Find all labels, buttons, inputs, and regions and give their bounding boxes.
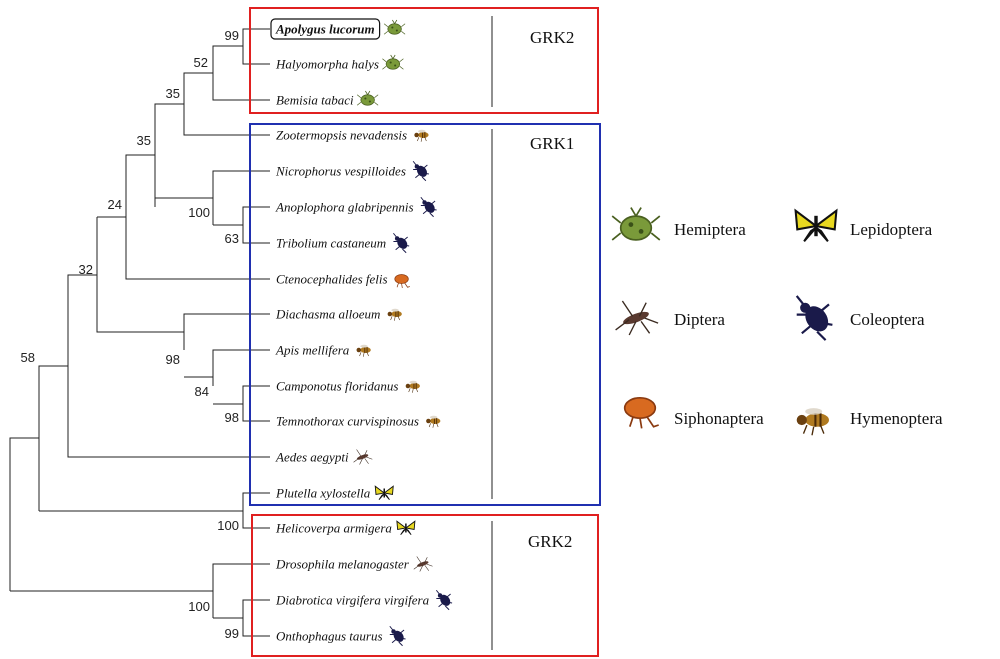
- taxon-label: Nicrophorus vespilloides: [275, 164, 406, 179]
- butterfly-icon: [396, 520, 416, 536]
- legend-label-siphonaptera: Siphonaptera: [674, 409, 764, 428]
- bootstrap-value: 63: [225, 231, 239, 246]
- bee-icon: [414, 129, 429, 142]
- taxon-label: Temnothorax curvispinosus: [276, 414, 419, 429]
- mosquito-icon: [413, 556, 433, 572]
- bootstrap-value: 99: [225, 626, 239, 641]
- shield-bug-icon: [383, 19, 406, 35]
- bee-icon: [356, 344, 371, 357]
- taxon-label: Camponotus floridanus: [276, 379, 398, 394]
- branch-0: [242, 28, 270, 65]
- bootstrap-value: 32: [79, 262, 93, 277]
- branch-5: [242, 206, 270, 244]
- shield-bug-icon: [356, 90, 379, 106]
- grk2-box-bottom: [251, 514, 599, 657]
- taxon-label: Diabrotica virgifera virgifera: [275, 593, 430, 608]
- highlight-frame: [270, 18, 381, 40]
- bootstrap-value: 24: [108, 197, 122, 212]
- group-label-grk2: GRK2: [528, 532, 572, 551]
- taxon-label: Anoplophora glabripennis: [275, 200, 414, 215]
- group-boxes: [249, 7, 601, 657]
- bootstrap-value: 100: [217, 518, 239, 533]
- flea-icon: [623, 396, 659, 429]
- legend-label-lepidoptera: Lepidoptera: [850, 220, 933, 239]
- beetle-icon: [795, 295, 833, 341]
- bootstrap-value: 98: [166, 352, 180, 367]
- taxon-label: Drosophila melanogaster: [275, 557, 410, 572]
- branch-9: [183, 313, 270, 350]
- bootstrap-value: 98: [225, 410, 239, 425]
- bootstrap-value: 99: [225, 28, 239, 43]
- grk2-box-top: [249, 7, 599, 114]
- taxon-label: Plutella xylostella: [275, 486, 371, 501]
- taxon-label: Apis mellifera: [275, 343, 350, 358]
- butterfly-icon: [374, 485, 394, 501]
- taxon-label: Halyomorpha halys: [275, 57, 379, 72]
- taxon-label: Tribolium castaneum: [276, 236, 386, 251]
- bootstrap-labels: 99 52 35 35 24 32 58 100 63 98 84 98 100 100 99: [21, 28, 239, 641]
- mosquito-icon: [353, 449, 373, 465]
- branch-11: [242, 385, 270, 422]
- taxon-label: Onthophagus taurus: [276, 629, 383, 644]
- branch-20: [9, 437, 39, 591]
- beetle-icon: [420, 196, 437, 218]
- bootstrap-value: 35: [137, 133, 151, 148]
- branch-2: [183, 72, 270, 136]
- taxon-label: Diachasma alloeum: [275, 307, 380, 322]
- branch-4: [212, 170, 270, 225]
- branch-21: [212, 563, 270, 618]
- grk1-box: [249, 123, 601, 506]
- bee-icon: [405, 380, 420, 393]
- bootstrap-value: 100: [188, 205, 210, 220]
- bee-icon: [796, 408, 829, 436]
- mosquito-icon: [615, 300, 659, 336]
- legend-label-coleoptera: Coleoptera: [850, 310, 925, 329]
- taxon-label: Ctenocephalides felis: [276, 272, 388, 287]
- flea-icon: [394, 274, 410, 289]
- shield-bug-icon: [611, 207, 661, 241]
- branch-10: [212, 349, 270, 386]
- branch-18: [242, 492, 270, 529]
- branch-17: [38, 365, 68, 511]
- beetle-icon: [412, 160, 429, 182]
- legend-label-diptera: Diptera: [674, 310, 725, 329]
- branch-22: [242, 599, 270, 637]
- butterfly-icon: [794, 208, 838, 242]
- group-label-grk1: GRK1: [530, 134, 574, 153]
- bee-icon: [426, 415, 441, 428]
- taxon-label: Apolygus lucorum: [275, 22, 375, 37]
- beetle-icon: [393, 232, 410, 254]
- branch-1: [212, 45, 270, 101]
- bootstrap-value: 58: [21, 350, 35, 365]
- bootstrap-value: 84: [195, 384, 209, 399]
- taxon-label: Aedes aegypti: [275, 450, 349, 465]
- beetle-icon: [435, 589, 453, 611]
- taxon-label: Bemisia tabaci: [276, 93, 354, 108]
- taxon-label: Zootermopsis nevadensis: [276, 128, 407, 143]
- group-label-grk2: GRK2: [530, 28, 574, 47]
- branch-3: [154, 103, 184, 207]
- bee-icon: [387, 308, 402, 321]
- shield-bug-icon: [382, 54, 404, 70]
- bootstrap-value: 52: [194, 55, 208, 70]
- bootstrap-value: 100: [188, 599, 210, 614]
- legend-label-hemiptera: Hemiptera: [674, 220, 746, 239]
- taxon-label: Helicoverpa armigera: [275, 521, 392, 536]
- branch-14: [96, 217, 184, 333]
- bootstrap-value: 35: [166, 86, 180, 101]
- legend-label-hymenoptera: Hymenoptera: [850, 409, 943, 428]
- tree-branches: [9, 28, 270, 637]
- beetle-icon: [389, 625, 406, 647]
